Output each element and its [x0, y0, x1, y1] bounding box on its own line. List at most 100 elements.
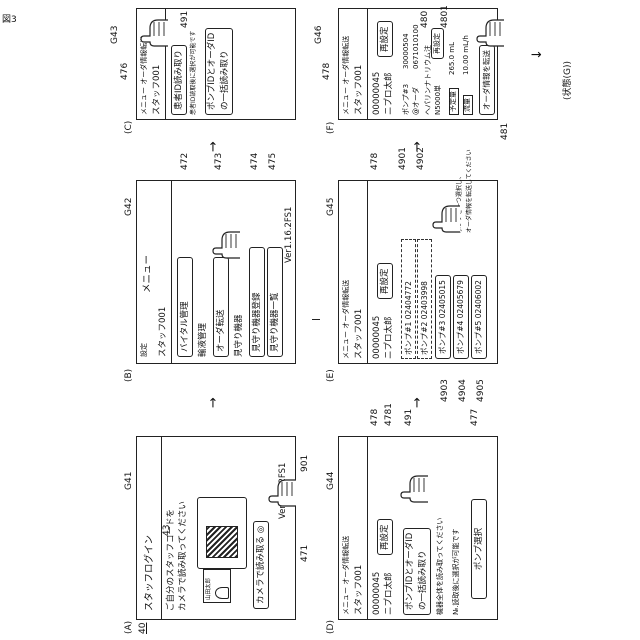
note-c: 患者ID読取後に選択が可能です	[191, 31, 198, 115]
menu-item-monitor-list[interactable]: 見守り機器一覧	[267, 247, 283, 357]
note-d1: 機器全体を読み取ってください	[437, 518, 445, 615]
figure-label: 図3	[2, 12, 17, 25]
pump-1-name: ポンプ#1	[404, 322, 413, 355]
pump-3-name: ポンプ#3	[438, 321, 447, 354]
pump-5-name: ポンプ#5	[474, 321, 483, 354]
staff-card-icon: 山田太郎	[203, 569, 231, 603]
pump-1-code: 02404772	[404, 281, 413, 319]
reset-button-f2[interactable]: 再設定	[431, 28, 444, 59]
menu-item-vital[interactable]: バイタル管理	[177, 257, 193, 357]
order-f: @オーダ	[413, 87, 421, 115]
header-e: メニュー オーダ情報転送	[343, 280, 351, 359]
pump-f: ポンプ#3	[403, 84, 411, 115]
order-id-2: 0671010100	[413, 24, 421, 69]
planned-qty: 265.0 mL	[449, 42, 457, 75]
hand-pointer-icon-f	[476, 16, 506, 50]
panel-b-letter: (B)	[124, 369, 134, 382]
staff-b: スタッフ001	[159, 307, 168, 357]
connector-v	[312, 318, 320, 320]
ref-4801: 4801	[440, 5, 450, 28]
pump-2-code: 02403998	[420, 281, 429, 319]
ref-4903: 4903	[440, 379, 450, 402]
panel-e-letter: (E)	[326, 369, 336, 382]
login-instruction-2: カメラで読み取ってください	[179, 501, 188, 611]
batch-read-label-d1: ポンプIDとオーダID	[404, 533, 417, 610]
pump-row-3[interactable]: ポンプ#3 02405015	[435, 275, 451, 359]
menu-title: メニュー	[143, 255, 153, 293]
send-order-button[interactable]: オーダ情報を転送	[479, 45, 495, 115]
panel-f-ref: G46	[314, 26, 324, 44]
version-b: Ver1.16.2FS1	[285, 207, 294, 263]
pump-5-code: 02406002	[474, 280, 483, 318]
panel-d-screen: メニュー オーダ情報転送 スタッフ001 00000045 ニプロ太郎 再設定 …	[338, 436, 498, 620]
avatar-icon	[215, 587, 229, 599]
menu-item-order-transfer[interactable]: オーダ転送	[213, 257, 229, 357]
arrow-f-g: ↓	[530, 49, 545, 60]
ref-478-f: 478	[322, 63, 332, 80]
ref-901: 901	[300, 455, 310, 472]
reset-button-e[interactable]: 再設定	[377, 263, 393, 299]
camera-read-button[interactable]: カメラで読み取る ◎	[253, 521, 269, 609]
ref-474: 474	[250, 153, 260, 170]
panel-f-letter: (F)	[326, 122, 336, 134]
rate-label: 流量	[463, 95, 473, 115]
ref-43: 43	[162, 525, 172, 536]
phone-illustration	[197, 497, 247, 569]
ref-491-d: 491	[404, 409, 414, 426]
header-f: メニュー オーダ情報転送	[343, 36, 351, 115]
ref-4781: 4781	[384, 403, 394, 426]
circle-icon: ◎	[256, 526, 266, 533]
pump-2-name: ポンプ#2	[420, 322, 429, 355]
hand-pointer-icon	[268, 476, 298, 510]
batch-read-label-2: の一括読み取り	[219, 33, 232, 110]
arrow-e-f: →	[410, 141, 425, 152]
order-id-1: 30000504	[403, 33, 411, 69]
login-title: スタッフログイン	[145, 535, 155, 611]
batch-read-button-c[interactable]: ポンプIDとオーダID の一括読み取り	[205, 28, 233, 115]
pump-3-code: 02405015	[438, 280, 447, 318]
pump-row-5[interactable]: ポンプ#5 02406002	[471, 275, 487, 359]
patient-id-read-button[interactable]: 患者ID読み取り	[171, 45, 187, 115]
panel-c-letter: (C)	[124, 121, 134, 134]
staff-e: スタッフ001	[355, 309, 364, 359]
card-name: 山田太郎	[206, 578, 212, 600]
panel-f-screen: メニュー オーダ情報転送 スタッフ001 00000045 ニプロ太郎 再設定 …	[338, 8, 498, 120]
patient-name-e: ニプロ太郎	[385, 316, 394, 359]
camera-read-label: カメラで読み取る	[256, 536, 266, 604]
note-e2: オーダ情報を転送してください	[467, 149, 474, 233]
pump-row-2[interactable]: ポンプ#2 02403998	[417, 239, 432, 359]
ref-491: 491	[180, 11, 190, 28]
header-d: メニュー オーダ情報転送	[343, 536, 351, 615]
hand-pointer-icon-b	[212, 228, 242, 262]
pump-row-4[interactable]: ポンプ#4 02405679	[453, 275, 469, 359]
ref-4905: 4905	[476, 379, 486, 402]
ref-477: 477	[470, 409, 480, 426]
ref-478-e: 478	[370, 153, 380, 170]
panel-a-screen: スタッフログイン ご自分のスタッフコードを カメラで読み取ってください 山田太郎…	[136, 436, 296, 620]
drug-dose: N5000単	[435, 85, 443, 115]
ref-4904: 4904	[458, 379, 468, 402]
pump-4-name: ポンプ#4	[456, 321, 465, 354]
planned-label: 予定量	[449, 88, 459, 115]
ref-40: 40	[138, 623, 148, 634]
reset-button-f[interactable]: 再設定	[377, 21, 393, 57]
settings-label[interactable]: 設定	[141, 343, 149, 357]
batch-read-button-d[interactable]: ポンプIDとオーダID の一括読み取り	[403, 528, 431, 615]
reset-button-d[interactable]: 再設定	[377, 519, 393, 555]
ref-4901: 4901	[398, 147, 408, 170]
panel-e-ref: G45	[326, 198, 336, 216]
patient-id-f: 00000045	[373, 72, 382, 115]
ref-472: 472	[180, 153, 190, 170]
menu-item-monitor: 見守り機器	[235, 314, 244, 357]
ref-475: 475	[268, 153, 278, 170]
panel-b-screen: 設定 メニュー スタッフ001 バイタル管理 輸液管理 オーダ転送 見守り機器 …	[136, 180, 296, 364]
rate-value: 10.00 mL/h	[463, 35, 471, 75]
panel-d-letter: (D)	[326, 620, 336, 634]
ref-480: 480	[420, 11, 430, 28]
pump-select-button[interactable]: ポンプ選択	[471, 499, 487, 599]
pump-row-1[interactable]: ポンプ#1 02404772	[401, 239, 416, 359]
menu-item-monitor-register[interactable]: 見守り機器登録	[249, 247, 265, 357]
arrow-d-e: →	[410, 397, 425, 408]
patient-name-f: ニプロ太郎	[385, 72, 394, 115]
